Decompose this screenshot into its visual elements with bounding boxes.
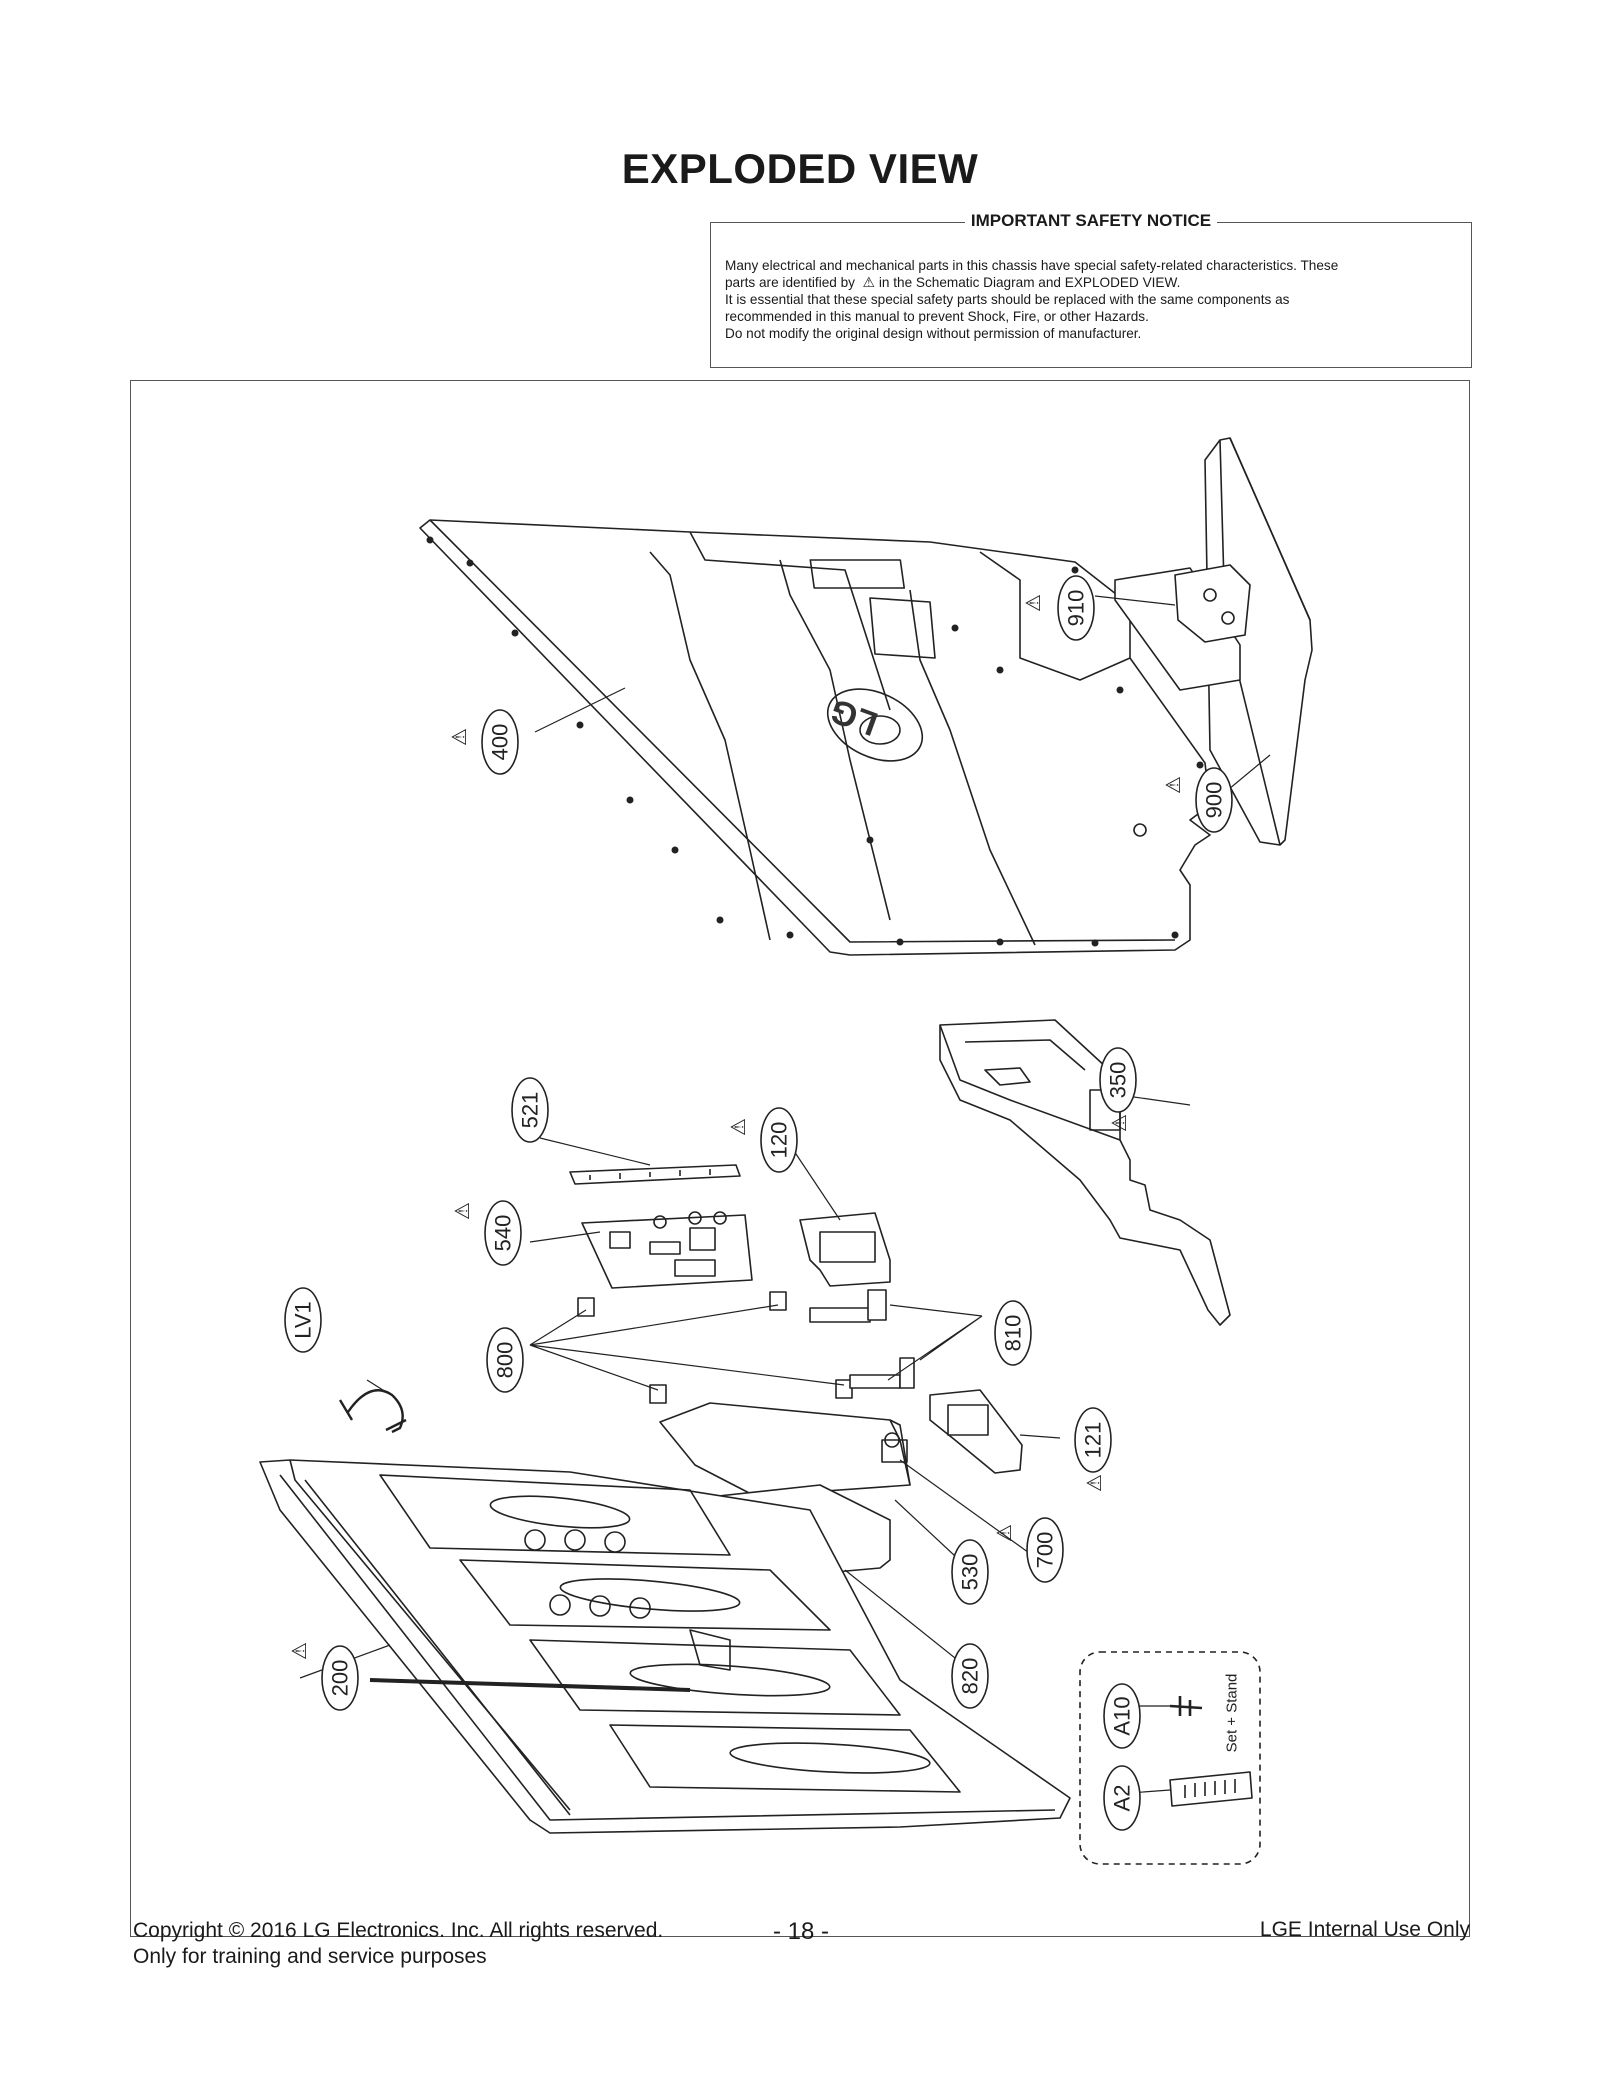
page-number: - 18 - (772, 1918, 829, 1945)
safety-notice-body: Many electrical and mechanical parts in … (725, 257, 1457, 342)
warning-triangle-icon: ⚠ (1084, 1474, 1106, 1492)
callout-121: 121 ⚠ (1074, 1407, 1112, 1492)
remote-control-icon (1169, 1771, 1253, 1807)
warning-triangle-icon: ⚠ (862, 274, 876, 290)
warning-triangle-icon: ⚠ (289, 1642, 311, 1660)
svg-text:810: 810 (1001, 1315, 1026, 1352)
shield-part-530 (659, 1402, 911, 1497)
board-part-121 (929, 1389, 1023, 1474)
callout-910: 910 ⚠ (1023, 575, 1095, 641)
callout-a2: A2 (1103, 1765, 1141, 1831)
svg-text:200: 200 (328, 1660, 353, 1697)
callout-400: 400 ⚠ (449, 709, 519, 775)
callout-120: 120 ⚠ (728, 1107, 798, 1173)
svg-text:820: 820 (958, 1658, 983, 1695)
svg-text:LV1: LV1 (291, 1301, 316, 1339)
callout-350: 350 ⚠ (1099, 1047, 1137, 1132)
callout-820: 820 (951, 1643, 989, 1709)
svg-text:400: 400 (488, 724, 513, 761)
svg-text:800: 800 (493, 1342, 518, 1379)
cable-part-lv1 (338, 1389, 407, 1434)
warning-triangle-icon: ⚠ (1023, 594, 1045, 612)
svg-text:A2: A2 (1110, 1785, 1135, 1812)
warning-triangle-icon: ⚠ (1109, 1114, 1131, 1132)
bracket-part-521 (569, 1164, 741, 1185)
svg-text:900: 900 (1202, 782, 1227, 819)
callout-530: 530 (951, 1539, 989, 1605)
warning-triangle-icon: ⚠ (452, 1202, 474, 1220)
callout-800: 800 (486, 1327, 524, 1393)
back-cover-part (419, 519, 1211, 956)
warning-triangle-icon: ⚠ (728, 1118, 750, 1136)
svg-text:540: 540 (491, 1215, 516, 1252)
speaker-holder-parts-810 (809, 1289, 915, 1389)
warning-triangle-icon: ⚠ (449, 728, 471, 746)
callout-lv1: LV1 (284, 1287, 322, 1353)
panel-module-part (259, 1459, 1071, 1834)
notice-line-5: Do not modify the original design withou… (725, 326, 1142, 341)
warning-triangle-icon: ⚠ (994, 1524, 1016, 1542)
safety-notice-box: IMPORTANT SAFETY NOTICE Many electrical … (710, 211, 1472, 368)
stand-bracket-part (939, 1019, 1231, 1326)
svg-text:910: 910 (1064, 590, 1089, 627)
page-title: EXPLODED VIEW (621, 145, 979, 192)
accessory-box (1079, 1651, 1261, 1865)
svg-text:A10: A10 (1110, 1696, 1135, 1735)
stand-body-part (1114, 564, 1251, 691)
footer-copyright-block: Copyright © 2016 LG Electronics. Inc. Al… (133, 1918, 663, 1970)
training-note: Only for training and service purposes (133, 1945, 487, 1968)
callout-521: 521 (511, 1077, 549, 1143)
power-board-part-120 (799, 1212, 891, 1287)
accessory-note: Set + Stand (1224, 1674, 1241, 1753)
screw-icon (1169, 1696, 1203, 1716)
svg-text:120: 120 (767, 1122, 792, 1159)
callout-900: 900 ⚠ (1163, 767, 1233, 833)
notice-line-4: recommended in this manual to prevent Sh… (725, 309, 1149, 324)
svg-text:350: 350 (1106, 1062, 1131, 1099)
diagram-frame (130, 380, 1470, 1937)
callout-700: 700 ⚠ (994, 1517, 1064, 1583)
callout-a10: A10 (1103, 1683, 1141, 1749)
callout-810: 810 (994, 1300, 1032, 1366)
safety-notice-title: IMPORTANT SAFETY NOTICE (964, 211, 1218, 230)
callout-540: 540 ⚠ (452, 1200, 522, 1266)
stand-base-part (1204, 437, 1313, 846)
svg-text:700: 700 (1033, 1532, 1058, 1569)
back-cover-screws (426, 536, 1204, 947)
notice-line-3: It is essential that these special safet… (725, 292, 1290, 307)
svg-text:521: 521 (518, 1092, 543, 1129)
callout-200: 200 ⚠ (289, 1642, 359, 1711)
warning-triangle-icon: ⚠ (1163, 776, 1185, 794)
exploded-view-diagram: LG (259, 437, 1313, 1865)
copyright-text: Copyright © 2016 LG Electronics. Inc. Al… (133, 1919, 664, 1942)
notice-line-1: Many electrical and mechanical parts in … (725, 258, 1339, 273)
svg-text:121: 121 (1081, 1422, 1106, 1459)
svg-text:530: 530 (958, 1554, 983, 1591)
internal-use-note: LGE Internal Use Only (1259, 1918, 1470, 1941)
notice-line-2: parts are identified by ⚠ in the Schemat… (725, 274, 1181, 290)
main-board-part (581, 1211, 753, 1289)
